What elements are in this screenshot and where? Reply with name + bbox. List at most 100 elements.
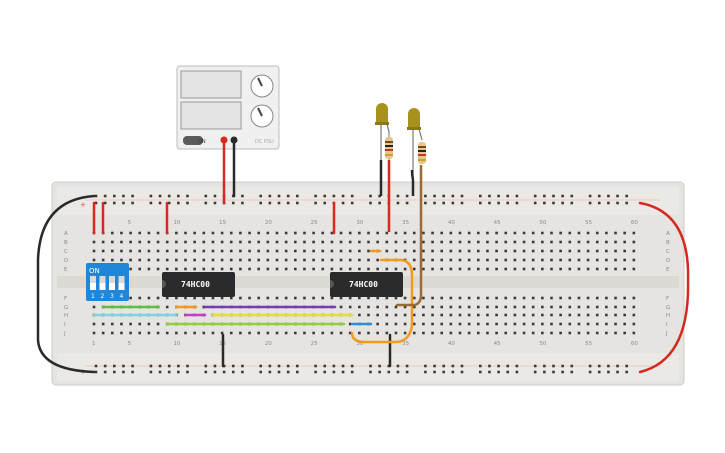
- hole[interactable]: [467, 322, 471, 326]
- hole[interactable]: [449, 296, 453, 300]
- hole[interactable]: [394, 305, 398, 309]
- hole[interactable]: [229, 331, 233, 335]
- hole[interactable]: [220, 240, 224, 244]
- rail-hole[interactable]: [94, 201, 98, 205]
- rail-hole[interactable]: [451, 364, 455, 368]
- hole[interactable]: [559, 231, 562, 235]
- hole[interactable]: [330, 331, 334, 335]
- hole[interactable]: [394, 240, 398, 244]
- hole[interactable]: [284, 267, 288, 271]
- hole[interactable]: [266, 258, 270, 262]
- hole[interactable]: [495, 231, 498, 235]
- rail-hole[interactable]: [177, 364, 180, 368]
- hole[interactable]: [550, 231, 553, 235]
- hole[interactable]: [623, 296, 626, 300]
- rail-hole[interactable]: [268, 370, 272, 374]
- rail-hole[interactable]: [167, 194, 171, 198]
- rail-hole[interactable]: [314, 364, 317, 368]
- hole[interactable]: [440, 296, 443, 300]
- hole[interactable]: [513, 267, 517, 271]
- hole[interactable]: [595, 322, 599, 326]
- hole[interactable]: [431, 240, 434, 244]
- rail-hole[interactable]: [103, 364, 107, 368]
- hole[interactable]: [321, 231, 325, 235]
- rail-hole[interactable]: [442, 370, 445, 374]
- hole[interactable]: [376, 258, 379, 262]
- rail-hole[interactable]: [103, 201, 107, 205]
- hole[interactable]: [138, 331, 142, 335]
- hole[interactable]: [595, 231, 599, 235]
- hole[interactable]: [92, 249, 96, 253]
- hole[interactable]: [568, 249, 572, 253]
- hole[interactable]: [605, 331, 608, 335]
- hole[interactable]: [339, 258, 343, 262]
- hole[interactable]: [577, 322, 581, 326]
- hole[interactable]: [431, 322, 434, 326]
- hole[interactable]: [257, 240, 260, 244]
- hole[interactable]: [175, 249, 178, 253]
- hole[interactable]: [294, 267, 297, 271]
- hole[interactable]: [495, 240, 498, 244]
- hole[interactable]: [403, 305, 407, 309]
- hole[interactable]: [495, 267, 498, 271]
- hole[interactable]: [495, 258, 498, 262]
- hole[interactable]: [129, 267, 132, 271]
- rail-hole[interactable]: [515, 364, 519, 368]
- rail-hole[interactable]: [479, 364, 482, 368]
- hole[interactable]: [294, 258, 297, 262]
- hole[interactable]: [486, 240, 489, 244]
- hole[interactable]: [184, 249, 187, 253]
- rail-hole[interactable]: [241, 201, 244, 205]
- hole[interactable]: [394, 231, 398, 235]
- rail-hole[interactable]: [186, 370, 189, 374]
- hole[interactable]: [266, 296, 270, 300]
- hole[interactable]: [522, 305, 526, 309]
- hole[interactable]: [358, 240, 361, 244]
- hole[interactable]: [294, 331, 297, 335]
- hole[interactable]: [449, 258, 453, 262]
- hole[interactable]: [550, 249, 553, 253]
- hole[interactable]: [348, 240, 352, 244]
- hole[interactable]: [266, 249, 270, 253]
- hole[interactable]: [614, 240, 617, 244]
- hole[interactable]: [257, 258, 260, 262]
- hole[interactable]: [504, 305, 508, 309]
- hole[interactable]: [120, 331, 123, 335]
- hole[interactable]: [239, 249, 242, 253]
- hole[interactable]: [312, 249, 315, 253]
- hole[interactable]: [632, 240, 636, 244]
- rail-hole[interactable]: [396, 194, 400, 198]
- hole[interactable]: [367, 240, 370, 244]
- hole[interactable]: [513, 231, 517, 235]
- hole[interactable]: [129, 249, 132, 253]
- rail-hole[interactable]: [552, 364, 555, 368]
- hole[interactable]: [422, 305, 425, 309]
- hole[interactable]: [321, 267, 325, 271]
- hole[interactable]: [211, 231, 215, 235]
- hole[interactable]: [120, 322, 123, 326]
- hole[interactable]: [284, 249, 288, 253]
- hole[interactable]: [467, 240, 471, 244]
- hole[interactable]: [348, 296, 352, 300]
- hole[interactable]: [568, 267, 572, 271]
- hole[interactable]: [321, 240, 325, 244]
- rail-hole[interactable]: [488, 201, 491, 205]
- hole[interactable]: [431, 305, 434, 309]
- rail-hole[interactable]: [94, 364, 98, 368]
- rail-hole[interactable]: [323, 201, 327, 205]
- hole[interactable]: [229, 267, 233, 271]
- hole[interactable]: [239, 231, 242, 235]
- hole[interactable]: [339, 231, 343, 235]
- hole[interactable]: [495, 305, 498, 309]
- rail-hole[interactable]: [122, 201, 125, 205]
- rail-hole[interactable]: [213, 201, 217, 205]
- rail-hole[interactable]: [387, 370, 391, 374]
- hole[interactable]: [294, 296, 297, 300]
- hole[interactable]: [531, 313, 535, 317]
- hole[interactable]: [266, 240, 270, 244]
- hole[interactable]: [541, 249, 544, 253]
- hole[interactable]: [312, 231, 315, 235]
- rail-hole[interactable]: [625, 201, 628, 205]
- hole[interactable]: [422, 240, 425, 244]
- hole[interactable]: [303, 331, 306, 335]
